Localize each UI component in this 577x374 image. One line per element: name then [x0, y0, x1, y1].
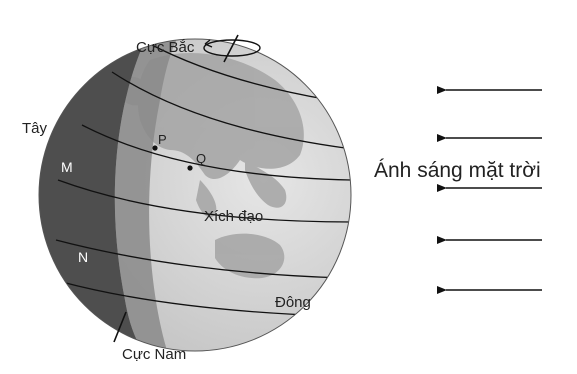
west-label: Tây [22, 120, 48, 137]
point-m-label: M [61, 159, 73, 175]
point-n-label: N [78, 249, 88, 265]
equator-label: Xích đạo [204, 208, 263, 225]
east-label: Đông [275, 294, 311, 311]
north-pole-label: Cực Bắc [136, 39, 195, 56]
sunlight-label: Ánh sáng mặt trời [374, 159, 541, 182]
south-pole-label: Cực Nam [122, 346, 186, 363]
point-p-label: P [158, 132, 167, 147]
point-q-marker [187, 165, 192, 170]
point-q-label: Q [196, 151, 206, 166]
point-p-marker [152, 145, 157, 150]
